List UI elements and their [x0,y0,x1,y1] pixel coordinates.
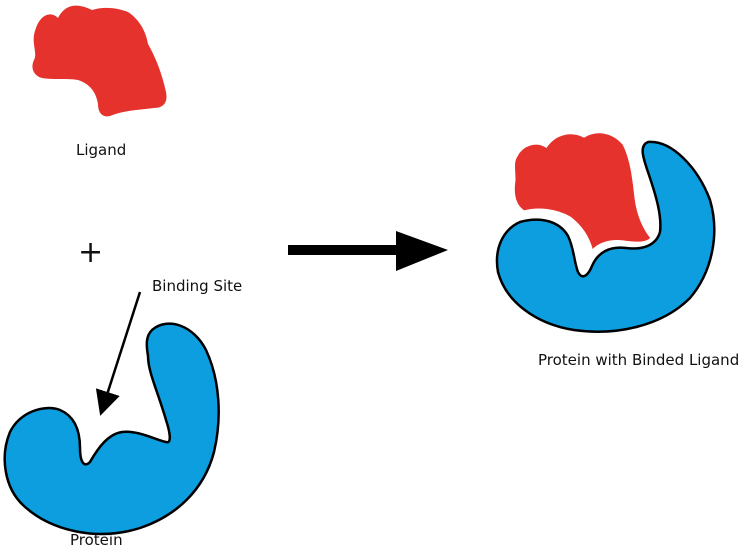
binding-site-arrow [95,291,142,416]
protein-label: Protein [70,531,123,549]
protein-shape [3,322,220,536]
plus-sign: + [78,235,104,270]
complex-ligand-shape [511,130,654,256]
binding-site-label: Binding Site [152,277,243,295]
ligand-shape [32,5,167,117]
reaction-arrow-head [396,231,448,271]
complex-label: Protein with Binded Ligand [538,351,740,369]
reaction-arrow-shaft [288,245,400,255]
complex-protein-shape [495,140,716,333]
ligand-label: Ligand [76,141,127,159]
